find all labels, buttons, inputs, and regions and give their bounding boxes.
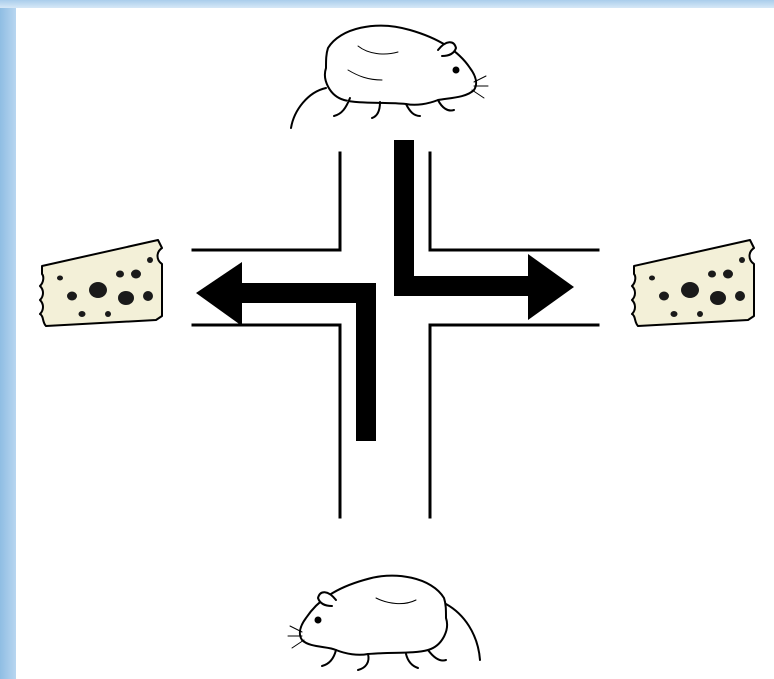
cheese-icon	[632, 240, 754, 326]
maze-wall-top-right	[430, 153, 598, 250]
rat-icon	[288, 576, 480, 670]
arrow-right-shaft	[394, 276, 530, 296]
arrow-left-stem	[356, 283, 376, 441]
maze-wall-top-left	[193, 153, 340, 250]
arrow-turn-left	[196, 262, 376, 441]
arrow-left-head	[196, 262, 242, 326]
arrow-right-stem	[394, 140, 414, 296]
maze-wall-bottom-right	[430, 325, 598, 517]
arrow-left-shaft	[240, 283, 376, 303]
rat-icon	[291, 26, 488, 128]
cheese-icon	[40, 240, 162, 326]
maze-wall-bottom-left	[193, 325, 340, 517]
arrow-right-head	[528, 254, 574, 320]
arrow-turn-right	[394, 140, 574, 320]
